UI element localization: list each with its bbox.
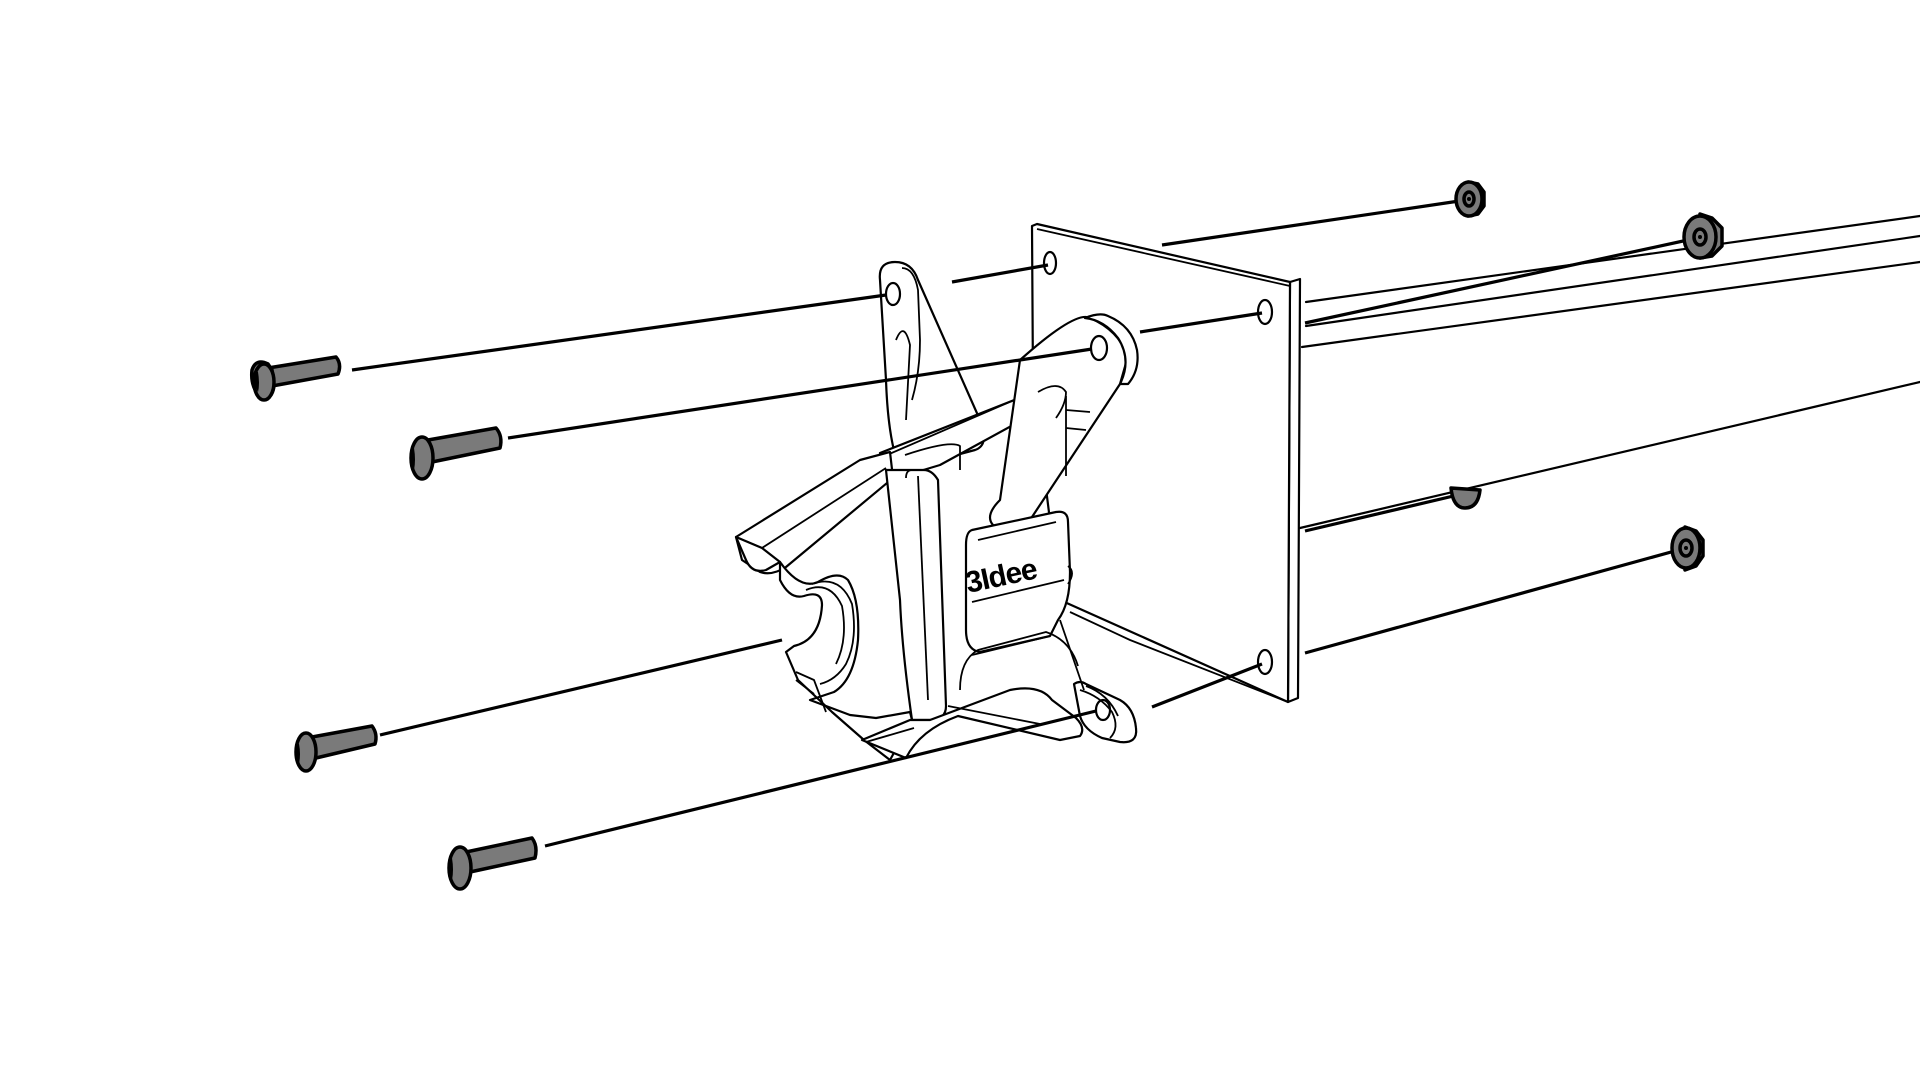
nut-3 [1449,486,1482,510]
front-axis-lines [951,263,1263,709]
nut-2 [1682,212,1724,260]
square-tube [1298,214,1920,530]
bolt-3 [294,724,378,773]
nut-4 [1670,525,1705,572]
plate-hole-bottom-right [1256,648,1274,676]
mounting-plate [1030,222,1302,704]
plate-hole-top-right [1256,298,1274,326]
bracket: 3Idee [734,260,1289,762]
front-bolt-axes [351,293,1097,848]
bolt-2 [409,426,503,481]
plate-hole-top-left [1042,250,1058,276]
bolt-1 [249,355,342,402]
bolt-4 [447,836,538,891]
assembly-axis-lines [1161,198,1698,655]
nut-1 [1454,180,1486,218]
